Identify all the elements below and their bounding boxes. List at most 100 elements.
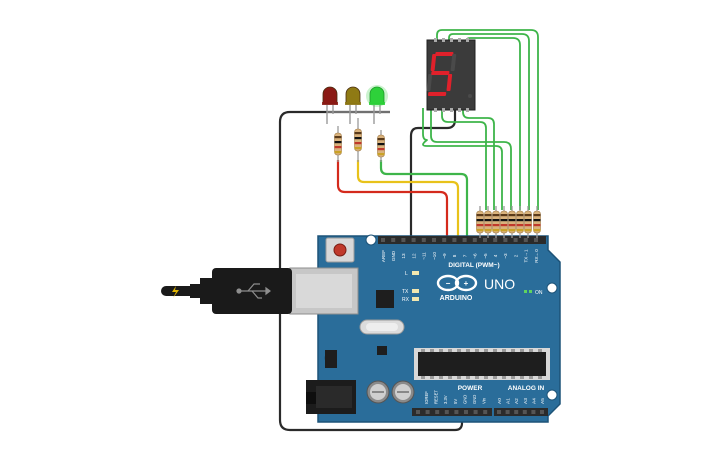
power-pin[interactable]: [483, 410, 488, 414]
dc-power-jack[interactable]: [306, 380, 356, 414]
display-pin[interactable]: [434, 108, 437, 112]
resistor-segment-6[interactable]: [524, 206, 532, 238]
chip-pin: [439, 376, 443, 379]
power-pin[interactable]: [435, 410, 440, 414]
resistor-segment-3[interactable]: [500, 206, 508, 238]
wire-ground-left[interactable]: [278, 110, 464, 432]
digital-pin[interactable]: [381, 238, 385, 242]
mount-hole: [365, 234, 377, 246]
power-pin[interactable]: [425, 410, 430, 414]
display-pin[interactable]: [450, 38, 453, 42]
svg-text:+: +: [464, 279, 469, 288]
analog-label: ANALOG IN: [508, 385, 545, 392]
digital-pin[interactable]: [534, 238, 538, 242]
segment-wire-g[interactable]: [462, 108, 495, 210]
digital-pin[interactable]: [483, 238, 487, 242]
chip-pin: [511, 376, 515, 379]
chip-pin: [457, 349, 461, 352]
display-pin[interactable]: [442, 108, 445, 112]
resistor-segment-2[interactable]: [492, 206, 500, 238]
analog-pin[interactable]: [540, 410, 544, 414]
digital-pin[interactable]: [411, 238, 416, 242]
svg-text:−: −: [446, 279, 451, 288]
segment-wires: [422, 29, 539, 210]
led-red[interactable]: [322, 86, 338, 124]
led-yellow[interactable]: [345, 86, 361, 124]
digital-pin-label: ~10: [432, 252, 437, 260]
digital-pin[interactable]: [493, 238, 498, 242]
display-pin[interactable]: [442, 38, 445, 42]
digital-pin[interactable]: [421, 238, 426, 242]
power-pin[interactable]: [416, 410, 420, 414]
digital-pin-label: 7: [462, 254, 467, 257]
digital-pin-label: TX→1: [524, 249, 529, 262]
chip-pin: [466, 376, 470, 379]
resistor-segment-5[interactable]: [516, 206, 524, 238]
digital-pin[interactable]: [462, 238, 467, 242]
analog-pin[interactable]: [522, 410, 527, 414]
power-pin[interactable]: [464, 410, 468, 414]
usb-cable[interactable]: [161, 268, 292, 314]
chip-pin: [457, 376, 461, 379]
chip-pin: [448, 349, 452, 352]
wire-green-led[interactable]: [379, 160, 469, 238]
chip-pin: [475, 349, 479, 352]
display-pin[interactable]: [434, 38, 437, 42]
resistor-segment-1[interactable]: [484, 206, 492, 238]
resistor-segment-7[interactable]: [533, 206, 541, 238]
analog-pin-label: A0: [497, 398, 503, 404]
seven-segment-display[interactable]: 5: [0, 0, 476, 112]
power-pin[interactable]: [444, 410, 449, 414]
display-pin[interactable]: [450, 108, 453, 112]
display-pin[interactable]: [458, 38, 461, 42]
usb-port[interactable]: [289, 267, 359, 315]
digital-pin-label: RX←0: [534, 249, 539, 263]
power-pin-label: GND: [462, 395, 467, 404]
digital-pin[interactable]: [442, 238, 447, 242]
digital-pin[interactable]: [401, 238, 406, 242]
led-green[interactable]: [366, 85, 388, 124]
reset-button[interactable]: [333, 243, 347, 257]
analog-pin[interactable]: [505, 410, 510, 414]
digital-pin[interactable]: [503, 238, 508, 242]
resistor-red-led[interactable]: [334, 126, 342, 162]
digital-pin-label: GND: [391, 250, 396, 261]
led-l-indicator: [412, 271, 419, 275]
chip-pin: [538, 349, 542, 352]
power-pin[interactable]: [473, 410, 478, 414]
segment-e: [426, 74, 433, 91]
resistor-yellow-led[interactable]: [354, 118, 362, 162]
digital-pin[interactable]: [391, 238, 396, 242]
resistor-green-led[interactable]: [377, 130, 385, 162]
digital-pin[interactable]: [432, 238, 436, 242]
digital-pin[interactable]: [452, 238, 457, 242]
microcontroller-chip: [418, 352, 546, 376]
display-pin[interactable]: [466, 108, 469, 112]
chip-pin: [493, 349, 497, 352]
segment-wire-f[interactable]: [441, 108, 487, 210]
wire-yellow[interactable]: [356, 160, 460, 238]
small-chip: [377, 346, 387, 355]
digital-pin[interactable]: [523, 238, 528, 242]
analog-pin[interactable]: [531, 410, 536, 414]
analog-pin[interactable]: [497, 410, 501, 414]
analog-pin[interactable]: [514, 410, 519, 414]
digital-pin-label: 8: [452, 254, 457, 257]
resistor-segment-4[interactable]: [508, 206, 516, 238]
digital-pin[interactable]: [472, 238, 477, 242]
power-pin-label: 3.3V: [443, 395, 448, 404]
digital-pin[interactable]: [513, 238, 518, 242]
resistor-segment-0[interactable]: [476, 206, 484, 238]
digital-pin-label: ~9: [442, 253, 447, 259]
segment-wire-b[interactable]: [448, 33, 530, 210]
led-group: [322, 85, 390, 124]
wire-display-gnd[interactable]: [409, 108, 457, 238]
segment-wire-e[interactable]: [422, 108, 503, 210]
segment-wire-d[interactable]: [430, 108, 512, 210]
wire-red[interactable]: [336, 160, 449, 238]
power-pin[interactable]: [454, 410, 459, 414]
display-pin[interactable]: [466, 38, 469, 42]
display-pin[interactable]: [458, 108, 461, 112]
segment-wire-a[interactable]: [436, 29, 539, 210]
